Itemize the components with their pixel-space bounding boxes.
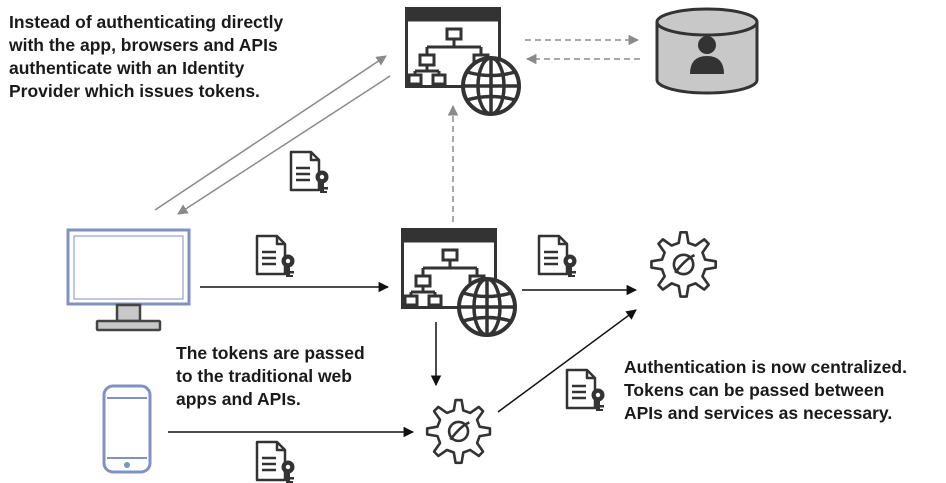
smartphone-icon <box>102 384 152 474</box>
arrow-api-to-service <box>497 309 637 413</box>
token-icon-services <box>565 368 606 412</box>
arrow-idp-to-desktop <box>177 75 391 215</box>
token-icon-mobile <box>255 440 296 483</box>
caption-line: Instead of authenticating directly <box>9 12 284 32</box>
user-database-icon <box>655 7 759 95</box>
identity-provider-icon <box>405 7 521 116</box>
caption-line: Tokens can be passed between <box>624 380 885 400</box>
caption-line: authenticate with an Identity <box>9 58 245 78</box>
caption-line: to the traditional web <box>176 366 352 386</box>
desktop-monitor-icon <box>66 228 191 332</box>
service-gears-icon <box>650 231 717 298</box>
caption-line: with the app, browsers and APIs <box>9 35 278 55</box>
arrow-desktop-to-idp <box>154 55 387 211</box>
caption-line: Authentication is now centralized. <box>624 357 907 377</box>
caption-line: apps and APIs. <box>176 389 301 409</box>
token-icon-top <box>289 150 330 194</box>
caption-line: APIs and services as necessary. <box>624 403 893 423</box>
caption-centralized-auth: Authentication is now centralized. Token… <box>624 356 907 425</box>
web-app-icon <box>401 228 517 337</box>
caption-identity-provider: Instead of authenticating directly with … <box>9 11 283 103</box>
token-icon-webapp-right <box>537 234 578 278</box>
caption-line: The tokens are passed <box>176 343 365 363</box>
caption-line: Provider which issues tokens. <box>9 81 260 101</box>
api-gears-icon <box>425 398 492 465</box>
caption-tokens-passed: The tokens are passed to the traditional… <box>176 342 365 411</box>
token-icon-desktop <box>255 234 296 278</box>
